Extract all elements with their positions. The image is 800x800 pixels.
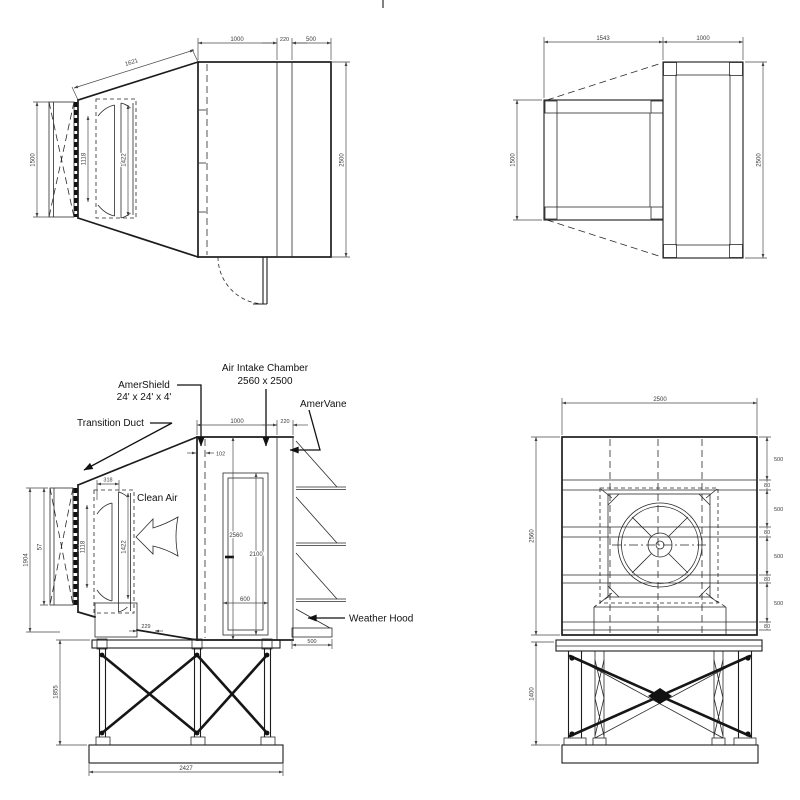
label-amershield: AmerShield — [118, 380, 170, 391]
dim-1904: 1904 — [24, 553, 30, 567]
side-view-dimensions: 1000 220 500 1621 1500 2500 1118 1422 — [29, 36, 350, 258]
door-swing-arc — [217, 256, 266, 305]
dim-57: 57 — [38, 543, 44, 550]
fan-pedestal — [593, 606, 727, 635]
concrete-foundation — [561, 744, 759, 764]
plan-transition-line-top — [546, 62, 663, 101]
label-amershield-size: 24' x 24' x 4' — [117, 392, 172, 403]
dim-plan-1543: 1543 — [596, 36, 610, 42]
dim-102: 102 — [216, 452, 225, 458]
view-end-elevation: 2500 2560 500 80 500 80 500 80 500 80 — [528, 396, 784, 764]
amervane-filter-column — [276, 436, 294, 641]
dim-top-220: 220 — [280, 37, 289, 43]
plan-transition-line-bottom — [546, 219, 663, 258]
silencer-dashed — [93, 489, 135, 614]
door-leaf — [253, 257, 268, 305]
dim-1000: 1000 — [230, 419, 244, 425]
end-view-dimensions: 2500 2560 500 80 500 80 500 80 500 80 — [528, 396, 784, 746]
dim-plan-1500: 1500 — [511, 153, 517, 167]
view-plan: 1543 1000 1500 2500 — [509, 35, 767, 259]
support-stand — [561, 651, 759, 764]
dim-band-500-4: 500 — [774, 601, 783, 607]
dim-229: 229 — [141, 624, 150, 630]
fan-panel-dashed — [599, 487, 719, 604]
label-amervane: AmerVane — [300, 399, 347, 410]
dim-plan-2500: 2500 — [757, 153, 763, 167]
dim-end-1400: 1400 — [530, 687, 536, 701]
elevation-geometry — [49, 435, 346, 764]
weather-hood-louvers — [291, 440, 346, 638]
dim-1422: 1422 — [122, 540, 128, 554]
dim-band-80-2: 80 — [764, 530, 770, 536]
fan-spokes — [631, 516, 689, 574]
dim-band-500-3: 500 — [774, 554, 783, 560]
access-door — [222, 472, 269, 636]
dim-1855: 1855 — [54, 685, 60, 699]
dim-end-2560: 2560 — [530, 529, 536, 543]
dim-slope-1621: 1621 — [124, 58, 139, 68]
drain-box — [94, 602, 138, 638]
transition-duct-outline — [76, 60, 200, 259]
end-view-geometry — [555, 436, 763, 764]
dim-silencer-1422: 1422 — [122, 153, 128, 167]
dim-right-2500: 2500 — [340, 153, 346, 167]
dim-220: 220 — [280, 419, 289, 425]
plan-dimensions: 1543 1000 1500 2500 — [509, 35, 767, 259]
dim-hood-500: 500 — [307, 639, 316, 645]
elevation-labels: Transition Duct AmerShield 24' x 24' x 4… — [76, 362, 415, 626]
plan-corner-blocks — [544, 62, 743, 258]
label-clean-air: Clean Air — [137, 493, 178, 504]
clean-air-arrow — [135, 516, 179, 557]
view-labelled-elevation: Transition Duct AmerShield 24' x 24' x 4… — [22, 362, 415, 776]
transition-duct-leader — [83, 422, 173, 471]
dim-top-1000: 1000 — [230, 37, 244, 43]
dim-band-500-2: 500 — [774, 507, 783, 513]
brace-gusset — [648, 688, 672, 704]
elevation-dimensions: 1000 220 102 318 1118 1422 57 1904 2560 — [22, 418, 333, 776]
dim-end-2500: 2500 — [653, 397, 667, 403]
dim-plan-1000: 1000 — [696, 36, 710, 42]
side-view-geometry — [48, 60, 332, 305]
dim-318: 318 — [103, 478, 112, 484]
silencer-dashed — [95, 98, 137, 219]
transition-duct-outline — [76, 435, 199, 641]
amervane-leader — [289, 409, 321, 454]
chamber-outline — [197, 61, 332, 258]
dim-top-500: 500 — [306, 37, 317, 43]
dim-band-80-3: 80 — [764, 577, 770, 583]
label-air-intake-size: 2560 x 2500 — [237, 376, 292, 387]
dim-left-1500: 1500 — [31, 153, 37, 167]
dim-band-500-1: 500 — [774, 457, 783, 463]
dim-600: 600 — [240, 597, 251, 603]
concrete-foundation — [88, 744, 284, 764]
chamber-outline — [196, 436, 294, 641]
plan-geometry — [543, 61, 744, 259]
label-weather-hood: Weather Hood — [349, 614, 413, 625]
label-transition-duct: Transition Duct — [77, 418, 144, 429]
plan-chamber-frame — [662, 61, 744, 259]
support-stand — [88, 638, 284, 764]
dim-2560: 2560 — [229, 533, 243, 539]
dim-band-80-4: 80 — [764, 624, 770, 630]
plan-inlet-frame — [543, 99, 664, 221]
label-air-intake-chamber: Air Intake Chamber — [222, 363, 309, 374]
dim-band-80-1: 80 — [764, 483, 770, 489]
dim-1118: 1118 — [81, 540, 87, 553]
amervane-filter-column — [276, 61, 293, 258]
dim-2427: 2427 — [179, 766, 193, 772]
dim-2100: 2100 — [249, 552, 263, 558]
dim-silencer-1118: 1118 — [82, 152, 88, 165]
chamber-front — [561, 436, 758, 636]
view-side-elevation: 1000 220 500 1621 1500 2500 1118 1422 — [29, 36, 350, 305]
